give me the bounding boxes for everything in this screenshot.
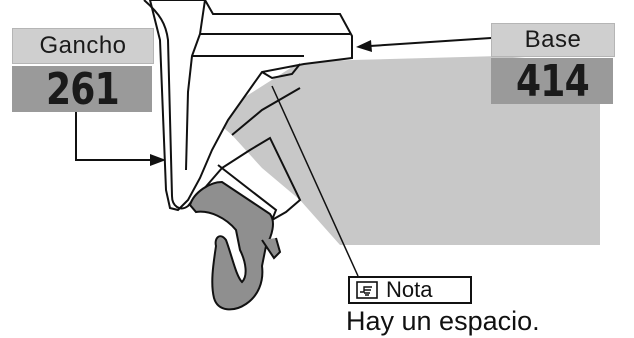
gap-indicator-line	[271, 85, 359, 277]
pointing-hand-note-icon	[356, 281, 378, 299]
note-callout: Nota	[348, 276, 472, 304]
gancho-part-number: 261	[12, 63, 152, 115]
note-text: Hay un espacio.	[346, 306, 540, 336]
housing-body	[148, 0, 353, 212]
note-title: Nota	[386, 277, 433, 302]
base-part-number-text: 414	[515, 55, 590, 107]
base-arrow-line	[369, 37, 492, 47]
base-label-text: Base	[524, 26, 582, 53]
base-label: Base	[491, 23, 615, 57]
base-arrowhead	[356, 40, 372, 52]
gancho-arrow-line	[75, 112, 152, 161]
housing-top-edge	[185, 0, 350, 171]
hook-shape	[188, 180, 274, 311]
gancho-label-text: Gancho	[39, 32, 127, 59]
gancho-part-number-text: 261	[45, 63, 120, 115]
gancho-arrowhead	[150, 154, 166, 166]
gancho-label: Gancho	[12, 28, 154, 64]
housing-contour	[143, 0, 197, 210]
hook-tip-notch	[261, 237, 282, 260]
base-part-number: 414	[491, 55, 613, 107]
